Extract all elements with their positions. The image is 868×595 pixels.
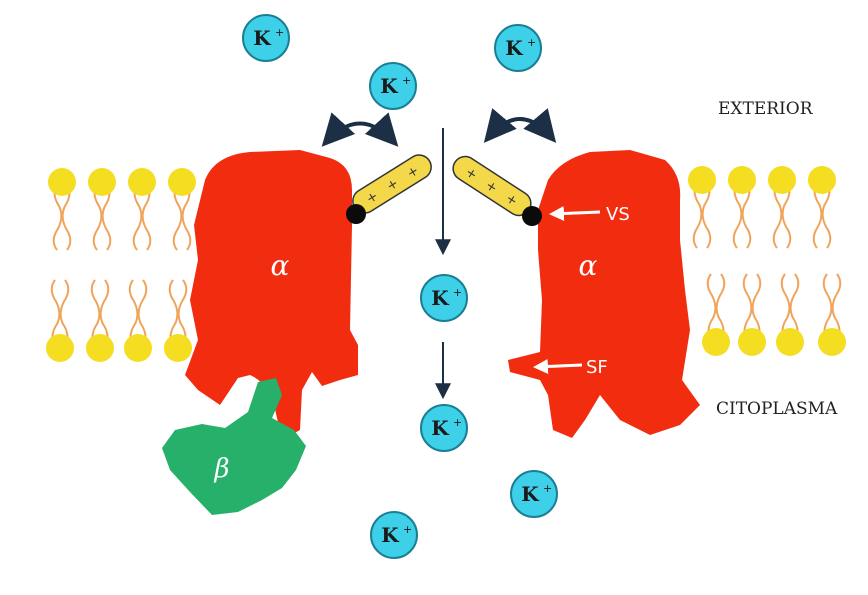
alpha-label-left: α bbox=[271, 249, 290, 282]
voltage-sensor-left: + + + bbox=[346, 151, 436, 224]
lipid-head bbox=[48, 168, 76, 196]
k-ion-symbol: K bbox=[521, 482, 539, 506]
k-ion-symbol: K bbox=[505, 36, 523, 60]
k-ion-symbol: K bbox=[253, 26, 271, 50]
k-ion-charge: + bbox=[453, 416, 462, 429]
hinge-dot-left bbox=[346, 204, 366, 224]
vs-label: VS bbox=[606, 204, 630, 225]
lipid-head bbox=[728, 166, 756, 194]
k-ion: K+ bbox=[243, 15, 289, 61]
lipid-head bbox=[168, 168, 196, 196]
curved-arrow-right bbox=[488, 119, 552, 138]
alpha-label-right: α bbox=[579, 249, 598, 282]
citoplasma-label: CITOPLASMA bbox=[716, 399, 838, 419]
lipid-head bbox=[88, 168, 116, 196]
lipid-head bbox=[776, 328, 804, 356]
beta-label: β bbox=[213, 454, 229, 484]
k-ion-charge: + bbox=[275, 26, 284, 39]
alpha-subunit-right: α bbox=[508, 150, 700, 438]
hinge-dot-right bbox=[522, 206, 542, 226]
lipid-head bbox=[124, 334, 152, 362]
lipid-head bbox=[86, 334, 114, 362]
k-ion: K+ bbox=[371, 512, 417, 558]
k-ion-symbol: K bbox=[431, 286, 449, 310]
k-ion-charge: + bbox=[402, 74, 411, 87]
k-ion: K+ bbox=[511, 471, 557, 517]
k-ion-symbol: K bbox=[380, 74, 398, 98]
sf-label: SF bbox=[586, 357, 608, 378]
k-ion-charge: + bbox=[453, 286, 462, 299]
lipid-head bbox=[702, 328, 730, 356]
k-ion: K+ bbox=[421, 405, 467, 451]
lipid-head bbox=[808, 166, 836, 194]
k-ion: K+ bbox=[370, 63, 416, 109]
lipid-head bbox=[738, 328, 766, 356]
k-ion-symbol: K bbox=[431, 416, 449, 440]
k-ion-charge: + bbox=[527, 36, 536, 49]
k-ion: K+ bbox=[495, 25, 541, 71]
k-ion-charge: + bbox=[403, 523, 412, 536]
voltage-sensor-right: + + + bbox=[449, 152, 542, 226]
lipid-head bbox=[768, 166, 796, 194]
lipid-head bbox=[688, 166, 716, 194]
k-ion: K+ bbox=[421, 275, 467, 321]
lipid-bilayer bbox=[46, 166, 846, 362]
exterior-label: EXTERIOR bbox=[718, 99, 814, 119]
k-ion-charge: + bbox=[543, 482, 552, 495]
curved-arrow-left bbox=[326, 124, 394, 143]
lipid-head bbox=[818, 328, 846, 356]
k-ion-symbol: K bbox=[381, 523, 399, 547]
lipid-head bbox=[128, 168, 156, 196]
lipid-head bbox=[46, 334, 74, 362]
lipid-head bbox=[164, 334, 192, 362]
